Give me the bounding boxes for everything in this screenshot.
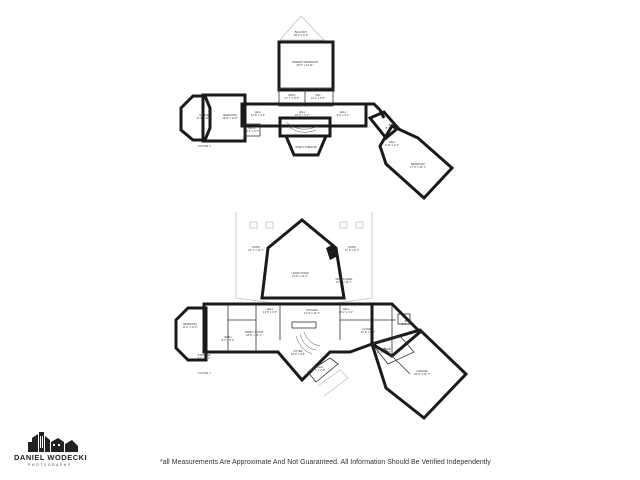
upper-core-wall (240, 102, 368, 128)
brand-name: DANIEL WODECKI (14, 453, 88, 462)
patio-outline (235, 212, 373, 305)
main-left-bedroom-wall (174, 306, 208, 362)
left-bedroom-wall (201, 93, 247, 143)
porch-outline (307, 357, 339, 383)
bath-wic-wall (278, 87, 334, 107)
floor-2-label: FLOOR 2 (198, 144, 211, 148)
brand-logo-icon (28, 432, 78, 452)
office-octagon (179, 94, 212, 142)
garage-wall (370, 328, 469, 421)
svg-text:OPEN TO BELOW: OPEN TO BELOW (295, 145, 317, 149)
main-floor (174, 212, 469, 421)
primary-bedroom-wall (277, 40, 335, 92)
floor-1-label: FLOOR 1 (198, 371, 211, 375)
disclaimer-text: *all Measurements Are Approximate And No… (160, 459, 491, 466)
room-name: BALCONY (295, 30, 308, 34)
main-spine-wall (202, 302, 374, 383)
upper-floor (179, 15, 455, 201)
balcony-outline (279, 15, 325, 41)
right-bedroom-wall (378, 124, 455, 201)
living-room-wall (260, 218, 346, 300)
brand-tagline: PHOTOGRAPHY (28, 463, 72, 467)
open-to-below-outline (283, 134, 329, 157)
right-service-wall (370, 302, 423, 358)
